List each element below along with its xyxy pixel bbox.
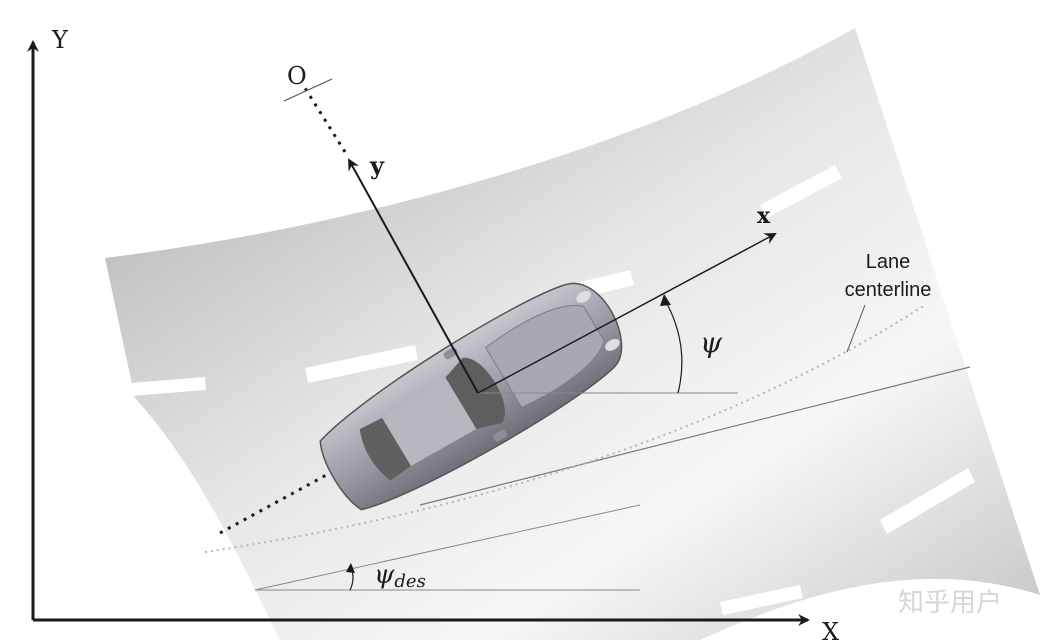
origin-tick <box>283 78 333 102</box>
vehicle-mirror-right <box>493 429 508 442</box>
psi-des-heading-line <box>254 504 641 591</box>
lane-boundary-line <box>419 366 971 506</box>
watermark: 知乎用户 <box>898 587 1002 617</box>
world-y-axis-label: Y <box>51 26 69 54</box>
vehicle-y-axis-label: y <box>369 151 385 180</box>
vehicle-x-axis-label: x <box>757 203 771 229</box>
vehicle-x-axis <box>477 233 777 394</box>
origin-label: O <box>287 62 307 90</box>
world-x-axis-label: X <box>822 618 839 640</box>
lane-centerline <box>204 304 926 553</box>
psi-des-symbol: ψ <box>374 560 395 590</box>
vehicle-headlight-left <box>576 290 591 303</box>
lane-centerline-leader <box>846 304 866 353</box>
psi-arc-arrowhead <box>660 294 671 306</box>
psi-arc <box>664 299 683 394</box>
vehicle-y-dotted-extension <box>303 87 347 153</box>
psi-des-label: ψdes <box>374 560 426 592</box>
vehicle-rear-window <box>359 417 411 481</box>
psi-label: ψ <box>700 326 723 359</box>
vehicle-windshield <box>445 357 505 430</box>
vehicle-headlight-right <box>605 338 620 351</box>
vehicle-roof <box>382 377 477 466</box>
psi-des-arc-arrowhead <box>346 563 355 573</box>
psi-des-subscript: des <box>394 571 425 592</box>
vehicle-y-axis <box>348 158 479 394</box>
lane-centerline-label-line2: centerline <box>845 279 932 301</box>
lane-centerline-label-line1: Lane <box>866 251 911 273</box>
